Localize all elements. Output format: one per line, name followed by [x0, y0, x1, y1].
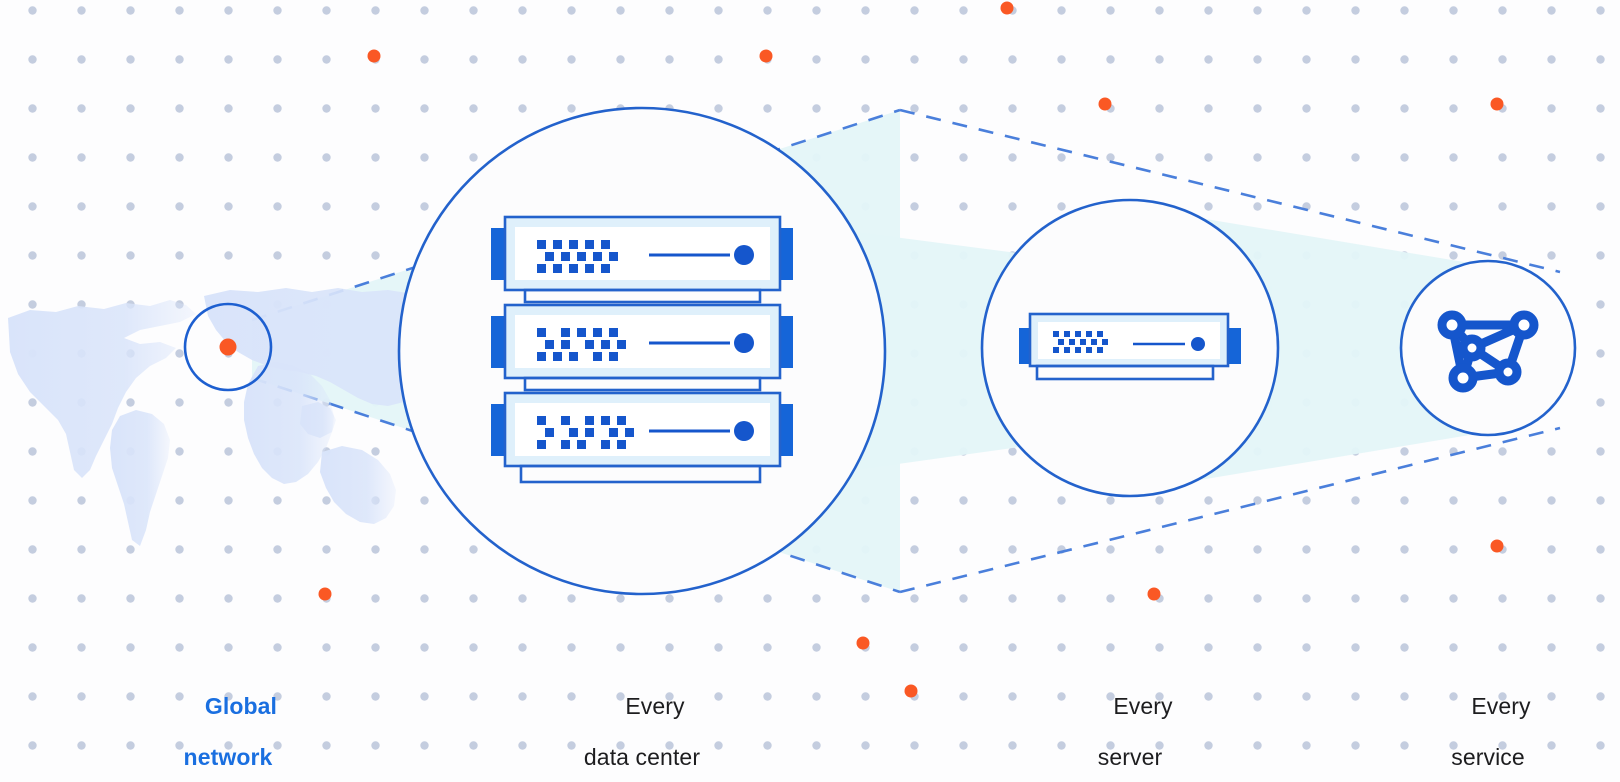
server-rack-icon	[491, 215, 793, 484]
every-service-circle	[1399, 259, 1577, 437]
highlight-dot	[1098, 97, 1112, 111]
label-every-server-line2: server	[1097, 744, 1163, 771]
highlight-dot	[1147, 587, 1161, 601]
highlight-dot	[904, 684, 918, 698]
status-led	[734, 245, 754, 265]
highlight-dot	[367, 49, 381, 63]
status-led	[734, 421, 754, 441]
location-pin-icon	[219, 338, 237, 356]
status-led	[734, 333, 754, 353]
highlight-dot	[856, 636, 870, 650]
highlight-dot	[1490, 539, 1504, 553]
network-node	[1458, 334, 1486, 362]
label-every-server-line1: Every	[1113, 692, 1173, 719]
highlight-dot	[759, 49, 773, 63]
highlight-dot	[1490, 97, 1504, 111]
label-every-data-center-line2: data center	[583, 744, 701, 771]
global-network-circle	[183, 302, 273, 392]
network-node	[1448, 363, 1478, 393]
label-global-network: Global network	[128, 668, 328, 782]
label-every-server: Every server	[1010, 668, 1250, 782]
label-every-service: Every service	[1368, 668, 1608, 782]
highlight-dot-group	[318, 1, 1504, 698]
label-global-network-line1: Global	[204, 692, 278, 719]
network-node	[1494, 358, 1522, 386]
highlight-dot	[1000, 1, 1014, 15]
label-every-data-center: Every data center	[492, 668, 792, 782]
network-node	[1509, 310, 1539, 340]
label-every-data-center-line1: Every	[625, 692, 685, 719]
label-every-service-line2: service	[1451, 744, 1525, 771]
status-led	[1191, 337, 1205, 351]
highlight-dot	[318, 587, 332, 601]
network-graph-nodes	[1437, 310, 1539, 393]
label-every-service-line1: Every	[1471, 692, 1531, 719]
network-node	[1437, 310, 1467, 340]
label-global-network-line2: network	[183, 744, 273, 771]
single-server-icon	[1019, 312, 1241, 381]
